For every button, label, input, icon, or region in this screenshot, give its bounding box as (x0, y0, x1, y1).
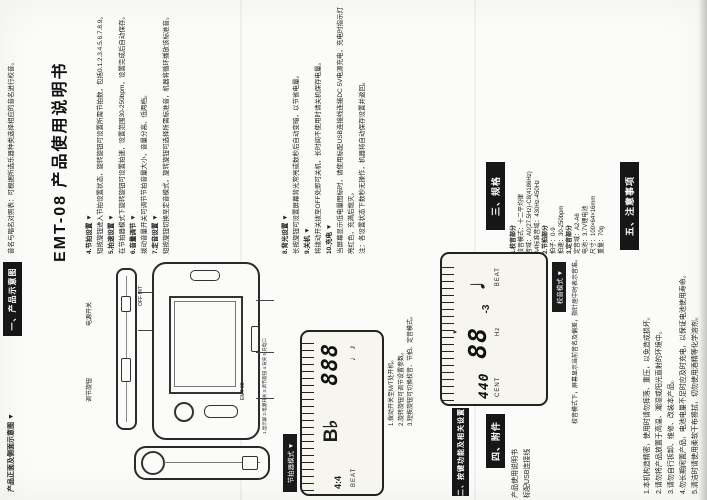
side-button (121, 296, 131, 312)
fold-crease (240, 0, 242, 500)
clip-seam-line (164, 462, 260, 463)
text-line: 6.音量调节 ▼ (130, 214, 137, 254)
text-line: 当屏幕显示低电量图标时，请使用标配USB连接线连接DC 5V电源充电，充电时指示… (337, 6, 355, 254)
callout-knob: 调节旋钮 (87, 377, 93, 402)
metronome-mode-label: 节拍器模式 ▼ (283, 434, 297, 492)
cents-value: -3 (481, 304, 492, 314)
beat-label: BEAT (351, 467, 357, 487)
section-2-header: 二、按键功能及相关设置 (452, 408, 469, 496)
text-line: 拨动音量开关可调节节拍音量大小，音量分高、低两档。 (141, 91, 148, 255)
text-line: A4标准音域：430Hz-450Hz (535, 179, 541, 254)
callout-line (138, 330, 153, 331)
text-line: 5.拍速设置 ▼ (108, 214, 115, 254)
text-line: 3.请勿自行拆卸、维修、改装本产品。 (668, 376, 675, 494)
rotary-knob (174, 402, 194, 422)
text-line: 标配USB连接线 (524, 448, 531, 498)
text-line: 产品使用说明书 (512, 449, 519, 498)
tuner-display-note: 校音模式下，屏幕显示当前音名及偏差，指针居中时表示音准。 (573, 255, 579, 424)
lcd-metronome-display: 4:4 B♭ 888 BEAT ♩ ♪ (300, 330, 384, 496)
text-line: 校音模式：十二平均律 (519, 193, 525, 254)
callout-line (138, 292, 153, 293)
hz-label: Hz (495, 326, 501, 337)
manual-title: EMT-08 产品使用说明书 (52, 61, 69, 262)
tempo-tick-scale (302, 341, 314, 491)
beat-label: BEAT (495, 267, 501, 287)
text-line: 2.请勿将产品放置于高温、潮湿或阳光直射的环境中。 (656, 327, 663, 494)
text-line: 短按旋钮切换至定音模式，旋转旋钮可选择所需标准音，机器将循环播放该标准音。 (163, 13, 170, 255)
calibration-freq: 440 (477, 372, 492, 399)
text-line: 1.本机构造精密，使用时请勿摔落、重压，以免造成损坏。 (644, 313, 651, 494)
text-line: 长按旋钮可设置屏幕背光常亮或数秒后自动变暗，以节省电量。 (293, 72, 300, 254)
side-seam-line (126, 276, 127, 422)
clip-pivot (141, 451, 165, 475)
text-line: 7.定音设置 ▼ (152, 214, 159, 254)
text-line: 定音域：A2-A6 (575, 213, 581, 254)
text-line: 拍速：30-250bpm (559, 205, 565, 254)
callout-power-switch: 电源开关 (87, 301, 93, 326)
precautions-list: 1.本机构造精密，使用时请勿摔落、重压，以免造成损坏。 2.请勿将产品放置于高温、… (642, 6, 704, 494)
text-line: 4.勿长期闲置产品，电池电量不足时应及时充电，以保证电池使用寿命。 (680, 271, 687, 494)
text-line: 注：各设置状态下数秒无操作，机器将自动保存设置并返回。 (359, 78, 366, 255)
text-line: 1.拨动开关至M/T处开机。 (389, 356, 395, 426)
switch-position-label: OFF·M/T (138, 285, 144, 306)
power-switch (190, 270, 220, 281)
lcd-tuner-display: ▼ 440 88 -3 ♩ CENT Hz BEAT (440, 252, 548, 406)
tuning-mode-label: 校音模式 ▼ (552, 262, 566, 312)
text-line: 将拨动开关拨至OFF处即可关机，长时间不使用时请关机保存电量。 (315, 59, 322, 254)
callout-line (256, 398, 274, 399)
device-brand-text: EMT-08 (240, 382, 246, 400)
device-back-view (134, 446, 270, 480)
text-line: 10.充电 ▼ (326, 223, 333, 254)
left-column-note: 音名与唱名对照表：可根据所选乐器种类选择相应的音名进行校音。 (8, 59, 15, 254)
text-line: 1.校音部分 (511, 224, 517, 254)
callout-line (256, 352, 274, 353)
tempo-seg-digits: 888 (318, 343, 343, 386)
quarter-note-icon: ♩ (461, 265, 491, 291)
beat-signature: 4:4 (333, 475, 343, 489)
text-line: 重量：70g (599, 225, 605, 254)
note-icons: ♩ ♪ (347, 345, 357, 362)
text-line: 3.定音部分 (567, 224, 573, 254)
accessories-list: 产品使用说明书标配USB连接线 (510, 416, 540, 498)
key-function-items: 1.拨动开关至M/T处开机。2.旋转旋钮可调节设置参数。3.短按旋钮可切换校音、… (388, 258, 436, 426)
text-line: 短按旋钮进入节拍设置状态，旋转旋钮可设置所需节拍数，包括0.1.2.3.4.5.… (97, 13, 104, 254)
section-5-header: 五、注意事项 (620, 162, 639, 250)
note-seg-digits: 88 (463, 326, 492, 360)
cent-label: CENT (495, 376, 501, 397)
device-screen (169, 296, 243, 394)
text-line: 电池：3.7V锂电池 (583, 205, 589, 254)
side-volume-switch (121, 358, 131, 382)
text-line: 3.短按旋钮可切换校音、节拍、定音模式。 (408, 312, 414, 426)
clip-notch (251, 326, 259, 352)
text-line: 2.节拍部分 (543, 224, 549, 254)
diagram-caption: 产品正面及侧面示意图 ▼ (8, 413, 15, 492)
device-front-view: EMT-08 (152, 262, 260, 440)
text-line: 2.旋转旋钮可调节设置参数。 (398, 348, 405, 426)
usb-port (242, 456, 258, 470)
text-line: 拍子：0-9 (551, 227, 557, 254)
usage-instructions-b: 8.背光设置 ▼ 长按旋钮可设置屏幕背光常亮或数秒后自动变暗，以节省电量。 9.关机… (280, 6, 468, 254)
callout-line (256, 300, 274, 301)
section-4-header: 四、附件 (486, 414, 505, 468)
text-line: 8.背光设置 ▼ (282, 214, 289, 254)
note-name: B♭ (321, 419, 342, 443)
text-line: 音域：A0(27.5Hz)-C8(4186Hz) (527, 171, 533, 254)
fold-crease (474, 0, 476, 500)
scan-edge-shadow (698, 0, 707, 500)
screen-inner-frame (174, 301, 236, 387)
specs-list: 1.校音部分校音模式：十二平均律音域：A0(27.5Hz)-C8(4186Hz)… (510, 6, 610, 254)
text-line: 尺寸：100×64×16mm (591, 195, 597, 254)
text-line: 在节拍器模式下旋转旋钮可设置拍速，设置范围30-250bpm，设置完成后自动保存… (119, 13, 126, 254)
section-1-header: 一、产品示意图 (3, 262, 22, 336)
function-button (204, 405, 238, 418)
parts-legend: 1.显示屏 2.电源开关 3.调节旋钮 4.背夹 5.充电口 (262, 338, 267, 434)
text-line: 9.关机 ▼ (304, 227, 311, 254)
section-3-header: 三、规格 (486, 162, 505, 230)
usage-instructions-a: 4.节拍设置 ▼ 短按旋钮进入节拍设置状态，旋转旋钮可设置所需节拍数，包括0.1.… (84, 6, 274, 254)
text-line: 4.节拍设置 ▼ (86, 214, 93, 254)
text-line: 5.清洁时请使用柔软干布擦拭，切勿使用酒精等化学溶剂。 (692, 313, 699, 494)
device-side-view (116, 268, 137, 430)
